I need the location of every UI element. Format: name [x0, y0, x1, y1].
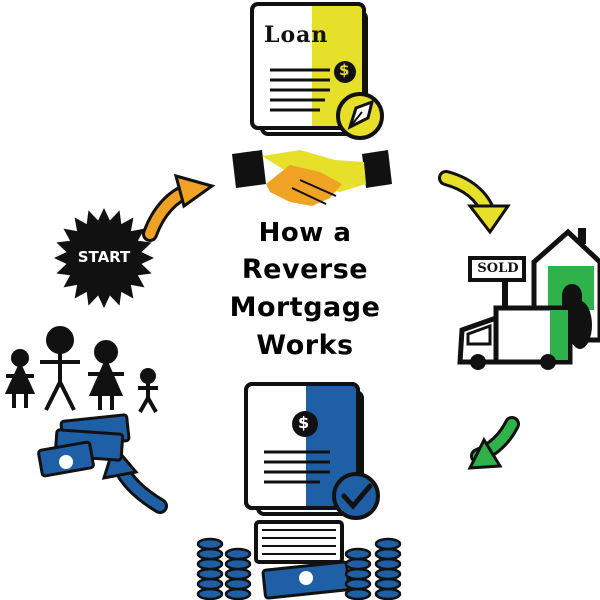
title-works: Works — [256, 330, 354, 361]
coin-icon — [196, 557, 224, 571]
blue-doc-dollar-label: $ — [298, 413, 310, 432]
coin-icon — [374, 537, 402, 551]
coin-icon — [344, 577, 372, 591]
cash-bundle-icon — [254, 520, 351, 600]
coin-icon — [374, 567, 402, 581]
coin-icon — [344, 587, 372, 600]
coin-icon — [224, 577, 252, 591]
coin-icon — [224, 587, 252, 600]
sold-sign-icon — [468, 256, 526, 330]
coin-icon — [196, 537, 224, 551]
sold-label: SOLD — [477, 261, 519, 276]
moving-truck-icon — [457, 301, 592, 370]
coin-icon — [344, 547, 372, 561]
title-mortgage: Mortgage — [229, 292, 381, 323]
money-stack-icon — [37, 413, 131, 478]
coin-icon — [374, 577, 402, 591]
coin-icon — [224, 557, 252, 571]
orange-arrow-icon — [142, 173, 216, 242]
coin-icon — [196, 587, 224, 600]
family-icon — [4, 326, 158, 413]
title-reverse: Reverse — [241, 254, 369, 285]
coin-icon — [196, 567, 224, 581]
coin-icon — [344, 557, 372, 571]
loan-document-icon — [250, 2, 368, 136]
pen-nib-icon — [336, 92, 384, 140]
title-how-a: How a — [258, 218, 352, 248]
coin-icon — [374, 587, 402, 600]
coin-icon — [374, 557, 402, 571]
coin-icon — [196, 547, 224, 561]
coin-icon — [224, 567, 252, 581]
yellow-arrow-icon — [438, 170, 511, 235]
loan-label: Loan — [264, 22, 329, 48]
checkmark-icon — [332, 472, 380, 520]
coin-icon — [344, 567, 372, 581]
loan-dollar-label: $ — [339, 61, 350, 79]
handshake-icon — [232, 150, 392, 206]
green-arrow-icon — [467, 416, 520, 470]
coin-icon — [224, 547, 252, 561]
blue-arrow-icon — [101, 442, 168, 514]
coin-icon — [374, 547, 402, 561]
start-burst-icon — [54, 208, 154, 308]
coin-stacks — [196, 537, 402, 600]
start-label: START — [77, 248, 131, 266]
coin-icon — [196, 577, 224, 591]
